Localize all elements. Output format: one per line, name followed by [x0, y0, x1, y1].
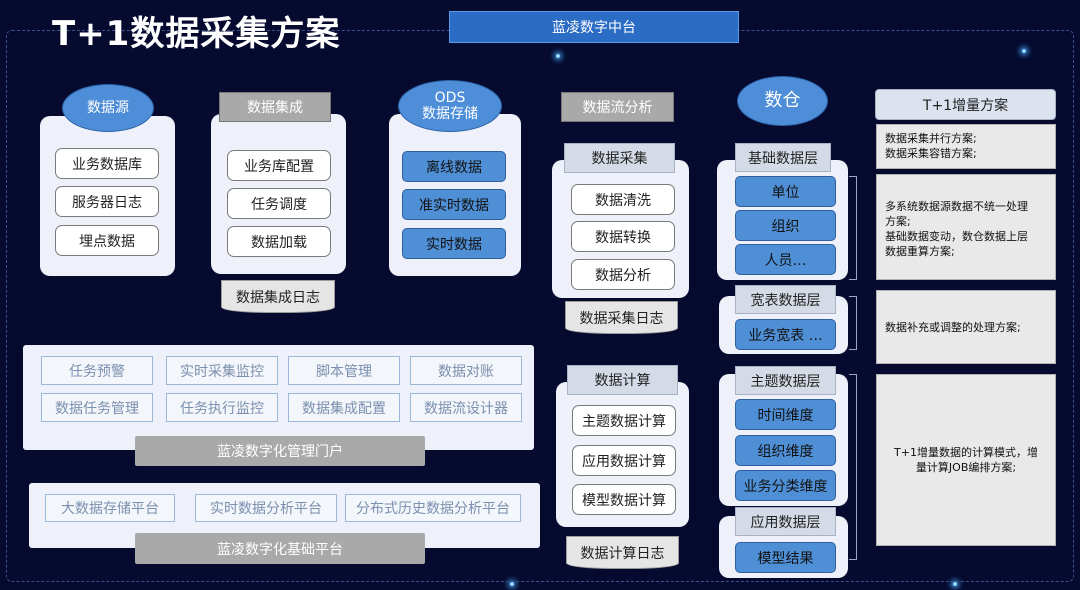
ods-ellipse: ODS 数据存储: [398, 80, 502, 132]
compute-item: 模型数据计算: [572, 484, 676, 515]
ods-label-line2: 数据存储: [422, 106, 478, 122]
decorative-star: [953, 582, 957, 586]
note-line: 数据采集并行方案;: [885, 132, 977, 145]
portal-label: 蓝凌数字化管理门户: [135, 436, 425, 466]
portal-tool: 数据流设计器: [410, 393, 522, 422]
warehouse-ellipse: 数仓: [737, 76, 828, 126]
base-layer-item: 人员…: [735, 244, 836, 275]
note-line: 方案;: [885, 215, 911, 228]
note-line: 数据补充或调整的处理方案;: [885, 321, 1021, 334]
collect-item: 数据转换: [571, 221, 675, 252]
portal-tool: 数据任务管理: [41, 393, 153, 422]
incremental-note: 多系统数据源数据不统一处理 方案; 基础数据变动，数仓数据上层 数据重算方案;: [876, 174, 1056, 280]
bracket-connector: [849, 296, 857, 350]
base-layer-item: 组织: [735, 210, 836, 241]
app-layer-header: 应用数据层: [735, 507, 836, 536]
bracket-connector: [849, 176, 857, 280]
decorative-star: [510, 582, 514, 586]
platform-tool: 大数据存储平台: [45, 494, 175, 522]
ods-item: 实时数据: [402, 228, 506, 259]
incremental-note: T+1增量数据的计算模式，增 量计算JOB编排方案;: [876, 374, 1056, 546]
note-line: 数据重算方案;: [885, 245, 955, 258]
integration-header: 数据集成: [219, 92, 331, 122]
top-banner: 蓝凌数字中台: [449, 11, 739, 43]
data-source-item: 服务器日志: [55, 186, 159, 217]
integration-item: 数据加载: [227, 226, 331, 257]
portal-tool: 脚本管理: [288, 356, 400, 385]
base-layer-header: 基础数据层: [735, 143, 831, 172]
ods-item: 准实时数据: [402, 189, 506, 220]
ods-item: 离线数据: [402, 151, 506, 182]
incremental-title: T+1增量方案: [875, 89, 1056, 120]
collect-item: 数据分析: [571, 259, 675, 290]
app-layer-item: 模型结果: [735, 542, 836, 573]
portal-tool: 任务预警: [41, 356, 153, 385]
platform-tool: 分布式历史数据分析平台: [345, 494, 521, 522]
decorative-star: [1022, 49, 1026, 53]
portal-tool: 实时采集监控: [166, 356, 278, 385]
wide-layer-item: 业务宽表 …: [735, 319, 836, 350]
collect-log: 数据采集日志: [565, 301, 678, 334]
integration-item: 业务库配置: [227, 150, 331, 181]
topic-layer-item: 时间维度: [735, 399, 836, 430]
wide-layer-header: 宽表数据层: [735, 285, 836, 314]
page-title: T+1数据采集方案: [52, 14, 341, 54]
incremental-note: 数据补充或调整的处理方案;: [876, 290, 1056, 364]
platform-label: 蓝凌数字化基础平台: [135, 533, 425, 564]
data-source-item: 业务数据库: [55, 148, 159, 179]
topic-layer-item: 组织维度: [735, 435, 836, 466]
bracket-connector: [849, 374, 857, 560]
portal-tool: 任务执行监控: [166, 393, 278, 422]
ods-label-line1: ODS: [434, 90, 466, 106]
integration-item: 任务调度: [227, 188, 331, 219]
compute-header: 数据计算: [567, 365, 678, 395]
topic-layer-header: 主题数据层: [735, 366, 836, 395]
data-source-ellipse: 数据源: [62, 84, 154, 132]
collect-header: 数据采集: [564, 143, 675, 173]
note-line: 量计算JOB编排方案;: [915, 461, 1017, 474]
base-layer-item: 单位: [735, 176, 836, 207]
note-line: 数据采集容错方案;: [885, 147, 977, 160]
note-line: T+1增量数据的计算模式，增: [894, 446, 1038, 459]
incremental-note: 数据采集并行方案; 数据采集容错方案;: [876, 124, 1056, 169]
topic-layer-item: 业务分类维度: [735, 470, 836, 501]
platform-tool: 实时数据分析平台: [195, 494, 337, 522]
collect-item: 数据清洗: [571, 184, 675, 215]
portal-tool: 数据对账: [410, 356, 522, 385]
integration-log: 数据集成日志: [221, 280, 335, 313]
compute-item: 主题数据计算: [572, 405, 676, 436]
decorative-star: [556, 54, 560, 58]
compute-item: 应用数据计算: [572, 445, 676, 476]
note-line: 多系统数据源数据不统一处理: [885, 200, 1028, 213]
note-line: 基础数据变动，数仓数据上层: [885, 230, 1028, 243]
stream-header: 数据流分析: [561, 92, 674, 122]
compute-log: 数据计算日志: [566, 536, 679, 569]
data-source-item: 埋点数据: [55, 225, 159, 256]
portal-tool: 数据集成配置: [288, 393, 400, 422]
